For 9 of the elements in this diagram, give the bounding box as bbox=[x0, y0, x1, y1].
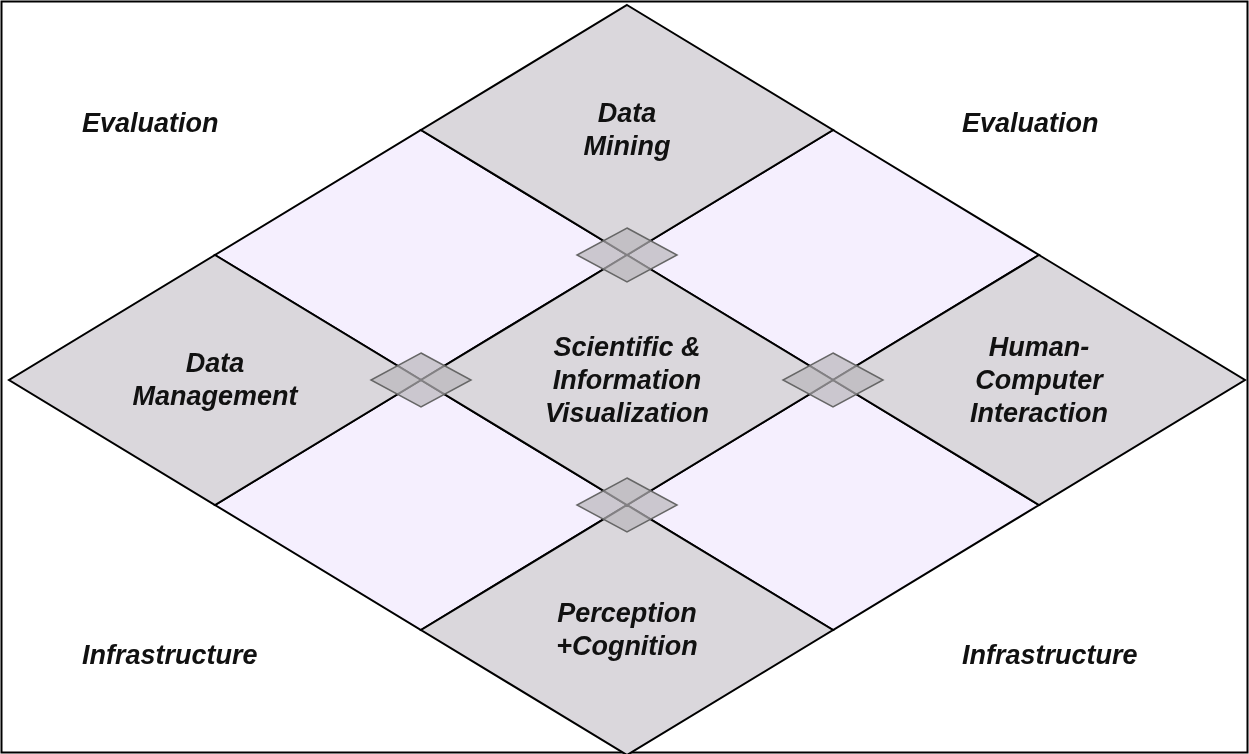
corner-label: Evaluation bbox=[82, 108, 219, 139]
topic-label: Data Mining bbox=[582, 97, 672, 163]
corner-label: Infrastructure bbox=[82, 640, 258, 671]
topic-label: Scientific & Information Visualization bbox=[544, 330, 710, 430]
topic-label: Human-Computer Interaction bbox=[969, 330, 1109, 430]
corner-label: Infrastructure bbox=[962, 640, 1138, 671]
topic-label: Data Management bbox=[131, 347, 300, 413]
corner-label: Evaluation bbox=[962, 108, 1099, 139]
topic-label: Perception +Cognition bbox=[555, 597, 699, 663]
